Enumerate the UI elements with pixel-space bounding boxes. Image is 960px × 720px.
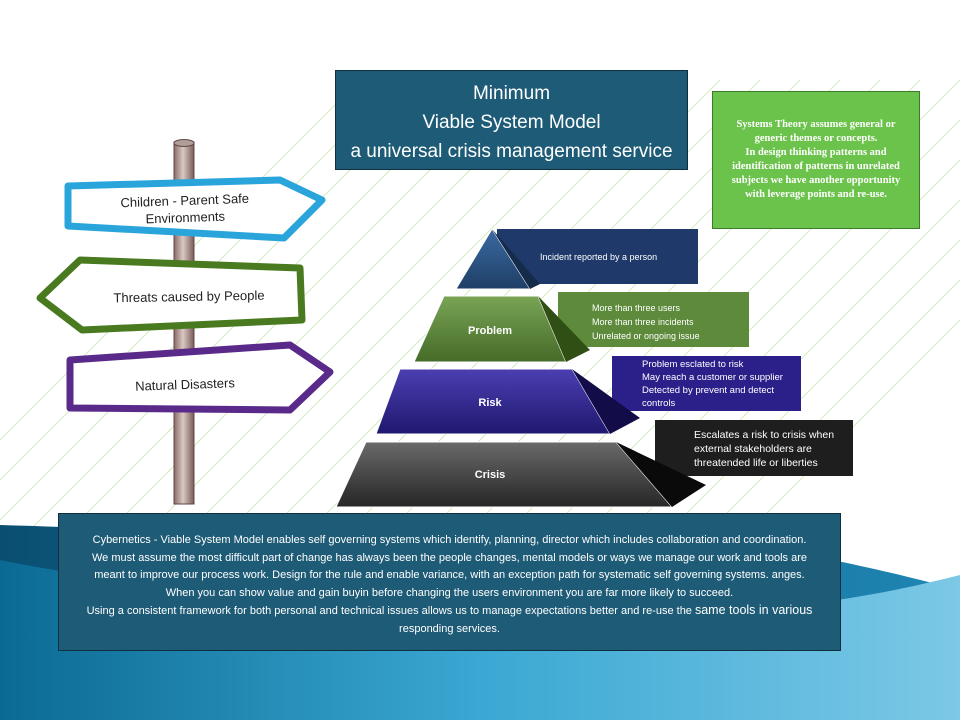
pyramid-level-crisis-side [616,442,706,507]
risk-box [612,356,801,411]
pyramid-level-incident-side [492,229,540,289]
problem-label: Problem [467,325,512,337]
systems-theory-note: Systems Theory assumes general or generi… [712,91,920,229]
pyramid-level-problem-side [538,296,590,362]
pyramid-level-risk-side [572,369,640,434]
problem-box [558,292,749,347]
cybernetics-text-box: Cybernetics - Viable System Model enable… [58,513,841,651]
pole-cap [173,139,195,147]
bottom-line-4: When you can show value and gain buyin b… [165,586,734,599]
crisis-label: Crisis [474,469,506,481]
problem-text: More than three users More than three in… [592,303,700,341]
title-line-3: a universal crisis management service [350,141,673,162]
risk-text: Problem esclated to risk May reach a cus… [642,359,783,409]
bottom-line-1: Cybernetics - Viable System Model enable… [92,534,807,546]
title-line-2: Viable System Model [422,112,601,133]
title-line-1: Minimum [472,83,551,104]
risk-label: Risk [478,397,502,409]
bottom-line-3: meant to improve our process work. Desig… [94,569,805,581]
sign-threats-arrow [36,256,306,334]
title-box: Minimum Viable System Model a universal … [335,70,688,170]
crisis-text: Escalates a risk to crisis when external… [694,429,835,469]
crisis-box [655,420,853,476]
bottom-line-5: Using a consistent framework for both pe… [86,603,813,617]
sign-children-arrow [64,176,326,242]
bottom-line-6: responding services. [399,622,500,635]
bottom-line-2: We must assume the most difficult part o… [92,551,807,564]
sign-disasters-arrow [66,341,334,414]
incident-text: Incident reported by a person [540,252,658,262]
